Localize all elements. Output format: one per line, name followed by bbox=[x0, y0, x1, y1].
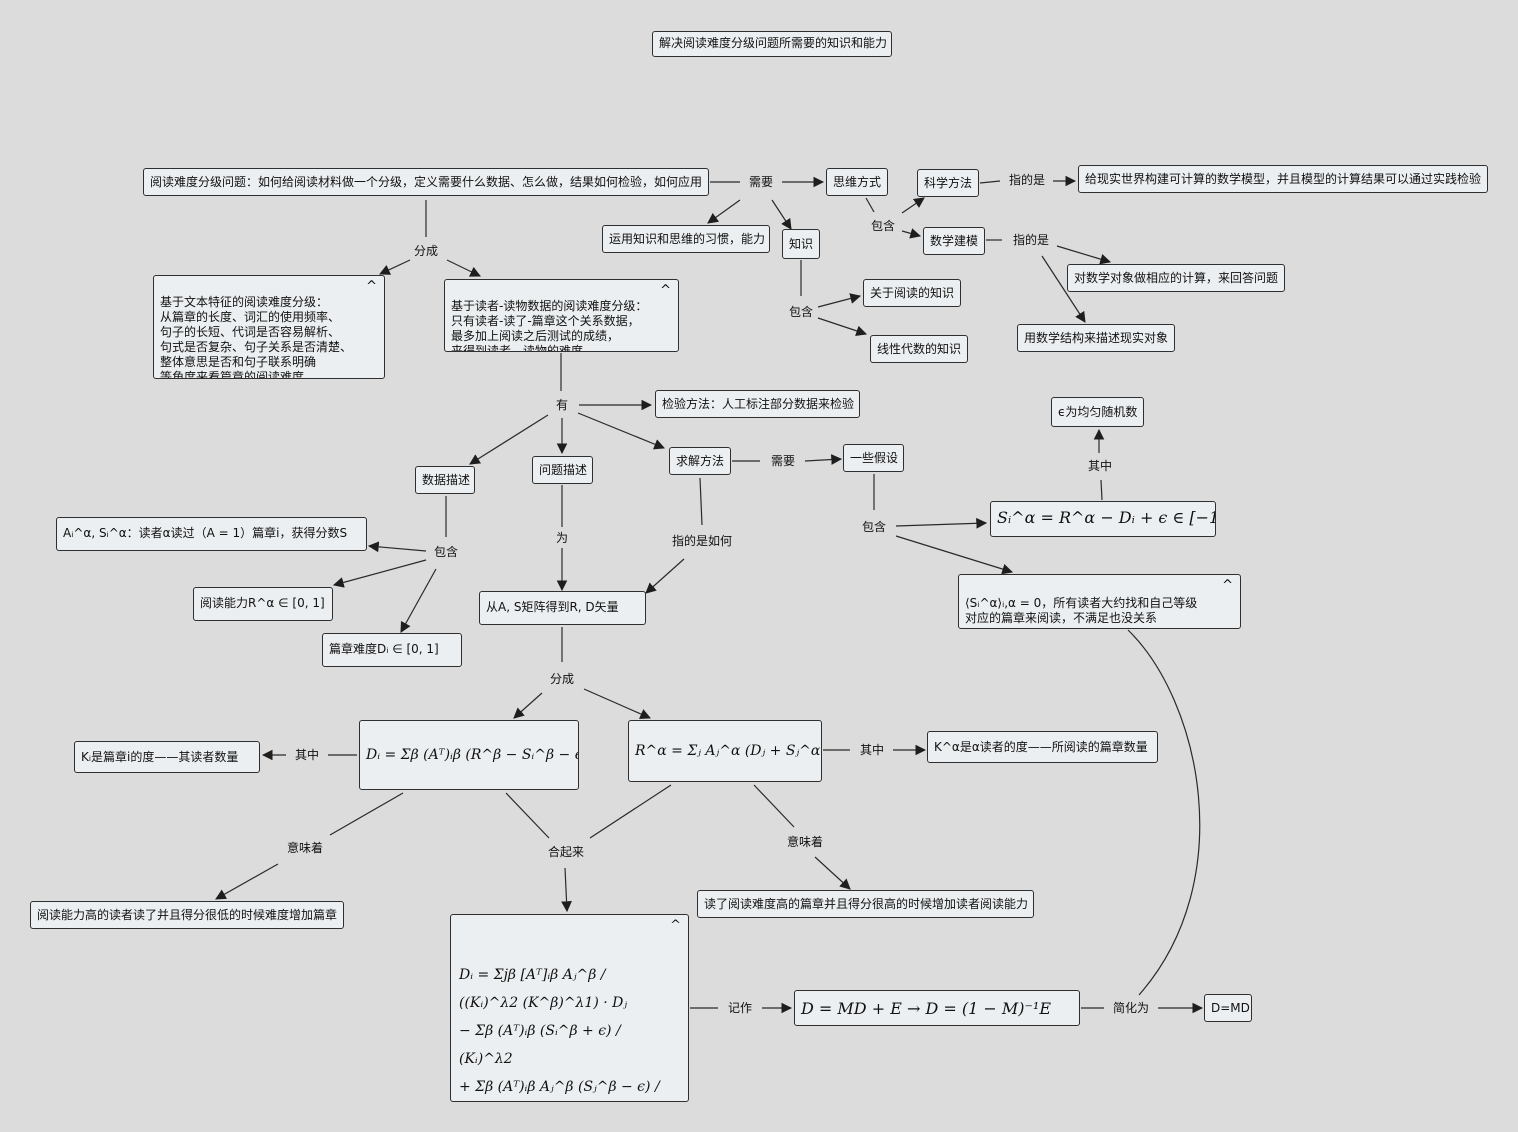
node-verify[interactable]: 检验方法：人工标注部分数据来检验 bbox=[655, 390, 860, 418]
node-d-formula[interactable]: Dᵢ = Σβ (Aᵀ)ᵢβ (R^β − Sᵢ^β − ϵ) / (Kᵢ)^λ… bbox=[359, 720, 579, 790]
edge-label-among: 其中 bbox=[294, 748, 320, 762]
edge-label-is: 为 bbox=[555, 531, 569, 545]
node-dmd[interactable]: D=MD bbox=[1204, 994, 1252, 1022]
node-r-formula[interactable]: R^α = Σⱼ Aⱼ^α (Dⱼ + Sⱼ^α − ϵ) / (K^α)^λ1 bbox=[628, 720, 822, 782]
map-title[interactable]: 解决阅读难度分级问题所需要的知识和能力 bbox=[652, 31, 892, 57]
edge-label-need: 需要 bbox=[748, 175, 774, 189]
node-text-based[interactable]: 基于文本特征的阅读难度分级： 从篇章的长度、词汇的使用频率、 句子的长短、代词是… bbox=[153, 275, 385, 379]
node-modeling[interactable]: 数学建模 bbox=[923, 227, 985, 255]
edge-label-include: 包含 bbox=[861, 520, 887, 534]
edge-label-simplify: 简化为 bbox=[1112, 1001, 1150, 1015]
edge-label-refers: 指的是 bbox=[1008, 173, 1046, 187]
node-goal[interactable]: 从A, S矩阵得到R, D矢量 bbox=[479, 591, 646, 625]
chevron-up-icon[interactable]: ^ bbox=[366, 279, 377, 294]
node-science[interactable]: 科学方法 bbox=[917, 169, 979, 197]
node-combined-label: Dᵢ = Σjβ [Aᵀ]ᵢβ Aⱼ^β / ((Kᵢ)^λ2 (K^β)^λ1… bbox=[459, 967, 660, 1095]
edge-label-refers: 指的是 bbox=[1012, 233, 1050, 247]
node-assumptions[interactable]: 一些假设 bbox=[843, 444, 904, 472]
node-reader-based[interactable]: 基于读者-读物数据的阅读难度分级： 只有读者-读了-篇章这个关系数据， 最多加上… bbox=[444, 279, 679, 352]
node-ki[interactable]: Kᵢ是篇章i的度——其读者数量 bbox=[74, 741, 260, 773]
edge-label-split: 分成 bbox=[549, 672, 575, 686]
node-problem-desc[interactable]: 问题描述 bbox=[532, 456, 593, 484]
chevron-up-icon[interactable]: ^ bbox=[670, 918, 681, 933]
node-habit[interactable]: 运用知识和思维的习惯，能力 bbox=[602, 225, 770, 253]
chevron-up-icon[interactable]: ^ bbox=[1222, 578, 1233, 593]
edge-label-means: 意味着 bbox=[286, 841, 324, 855]
node-text-based-label: 基于文本特征的阅读难度分级： 从篇章的长度、词汇的使用频率、 句子的长短、代词是… bbox=[160, 295, 353, 379]
node-s-avg-label: ⟨Sᵢ^α⟩ᵢ,α = 0，所有读者大约找和自己等级 对应的篇章来阅读，不满足也… bbox=[965, 596, 1198, 625]
node-structure[interactable]: 用数学结构来描述现实对象 bbox=[1017, 324, 1175, 352]
node-calc[interactable]: 对数学对象做相应的计算，来回答问题 bbox=[1067, 264, 1285, 292]
edge-label-combine: 合起来 bbox=[547, 845, 585, 859]
edge-label-need: 需要 bbox=[770, 454, 796, 468]
node-difficulty[interactable]: 篇章难度Dᵢ ∈ [0, 1] bbox=[322, 633, 462, 667]
node-as-def[interactable]: Aᵢ^α, Sᵢ^α：读者α读过（A = 1）篇章i，获得分数S bbox=[56, 517, 367, 551]
edge-label-include: 包含 bbox=[870, 219, 896, 233]
node-s-avg[interactable]: ⟨Sᵢ^α⟩ᵢ,α = 0，所有读者大约找和自己等级 对应的篇章来阅读，不满足也… bbox=[958, 574, 1241, 629]
node-epsilon[interactable]: ϵ为均匀随机数 bbox=[1051, 397, 1144, 427]
node-thinking[interactable]: 思维方式 bbox=[826, 168, 888, 196]
node-reader-based-label: 基于读者-读物数据的阅读难度分级： 只有读者-读了-篇章这个关系数据， 最多加上… bbox=[451, 299, 648, 352]
edge-label-include: 包含 bbox=[788, 305, 814, 319]
edge-label-means: 意味着 bbox=[786, 835, 824, 849]
edge-label-has: 有 bbox=[555, 398, 569, 412]
edge-label-include: 包含 bbox=[433, 545, 459, 559]
node-science-def[interactable]: 给现实世界构建可计算的数学模型，并且模型的计算结果可以通过实践检验 bbox=[1078, 165, 1488, 193]
node-ka[interactable]: K^α是α读者的度——所阅读的篇章数量 bbox=[927, 731, 1158, 763]
edge-label-denote: 记作 bbox=[727, 1001, 753, 1015]
edge-label-split: 分成 bbox=[413, 244, 439, 258]
node-s-def[interactable]: Sᵢ^α = R^α − Dᵢ + ϵ ∈ [−1, 1] bbox=[990, 501, 1216, 537]
node-data-desc[interactable]: 数据描述 bbox=[415, 466, 475, 494]
chevron-up-icon[interactable]: ^ bbox=[660, 283, 671, 298]
node-ability[interactable]: 阅读能力R^α ∈ [0, 1] bbox=[193, 587, 333, 621]
edge-label-among: 其中 bbox=[1087, 459, 1113, 473]
edge-label-refers-how: 指的是如何 bbox=[671, 534, 733, 548]
node-problem[interactable]: 阅读难度分级问题：如何给阅读材料做一个分级，定义需要什么数据、怎么做，结果如何检… bbox=[143, 168, 709, 196]
node-matrix-eq[interactable]: D = MD + E → D = (1 − M)⁻¹E bbox=[794, 990, 1080, 1026]
node-knowledge[interactable]: 知识 bbox=[782, 229, 820, 259]
node-combined[interactable]: Dᵢ = Σjβ [Aᵀ]ᵢβ Aⱼ^β / ((Kᵢ)^λ2 (K^β)^λ1… bbox=[450, 914, 689, 1102]
node-r-meaning[interactable]: 读了阅读难度高的篇章并且得分很高的时候增加读者阅读能力 bbox=[697, 890, 1034, 918]
node-d-meaning[interactable]: 阅读能力高的读者读了并且得分很低的时候难度增加篇章 bbox=[30, 901, 344, 929]
edge-label-among: 其中 bbox=[859, 743, 885, 757]
node-solve[interactable]: 求解方法 bbox=[669, 447, 731, 475]
node-reading-knowledge[interactable]: 关于阅读的知识 bbox=[863, 279, 961, 307]
node-linear-algebra[interactable]: 线性代数的知识 bbox=[870, 335, 968, 363]
